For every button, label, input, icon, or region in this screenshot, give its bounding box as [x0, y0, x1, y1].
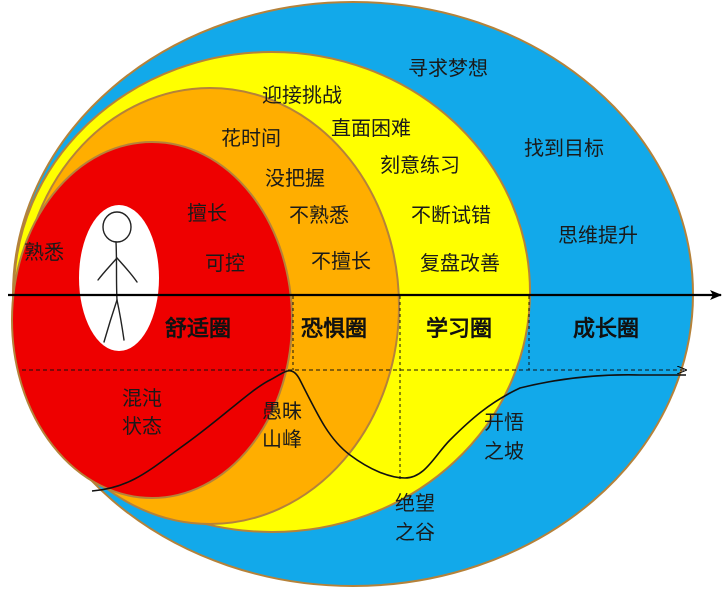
label-spend-time: 花时间 [221, 126, 281, 150]
label-despair-1: 绝望 [395, 491, 435, 515]
zone-label-learning: 学习圈 [426, 316, 492, 342]
label-enlight-2: 之坡 [484, 439, 524, 463]
label-find-goal: 找到目标 [524, 136, 604, 160]
label-ignorance-1: 愚昧 [262, 399, 302, 423]
label-enlight-1: 开悟 [484, 410, 524, 434]
zone-divider-lines [292, 296, 530, 482]
learning-curve [91, 370, 686, 492]
label-welcome-challenge: 迎接挑战 [262, 83, 342, 107]
label-not-good-at: 不擅长 [311, 249, 371, 273]
label-familiar: 熟悉 [24, 240, 64, 264]
label-trial-and-error: 不断试错 [411, 203, 491, 227]
label-good-at: 擅长 [187, 201, 227, 225]
label-chaos-1: 混沌 [122, 386, 162, 410]
comfort-zone-ellipse [11, 141, 293, 499]
label-unsure: 没把握 [265, 166, 325, 190]
label-seek-dream: 寻求梦想 [408, 56, 488, 80]
label-face-difficulty: 直面困难 [331, 116, 411, 140]
label-chaos-2: 状态 [122, 414, 162, 438]
zone-label-comfort: 舒适圈 [165, 316, 231, 342]
zone-label-growth: 成长圈 [573, 317, 639, 342]
label-despair-2: 之谷 [395, 520, 435, 544]
label-improve-thinking: 思维提升 [558, 223, 638, 247]
label-deliberate-practice: 刻意练习 [380, 153, 460, 177]
label-controllable: 可控 [205, 251, 245, 275]
label-unfamiliar: 不熟悉 [289, 203, 349, 227]
person-oval [79, 205, 159, 351]
label-review-improve: 复盘改善 [420, 251, 500, 275]
zone-label-fear: 恐惧圈 [301, 316, 367, 342]
label-ignorance-2: 山峰 [262, 427, 302, 451]
